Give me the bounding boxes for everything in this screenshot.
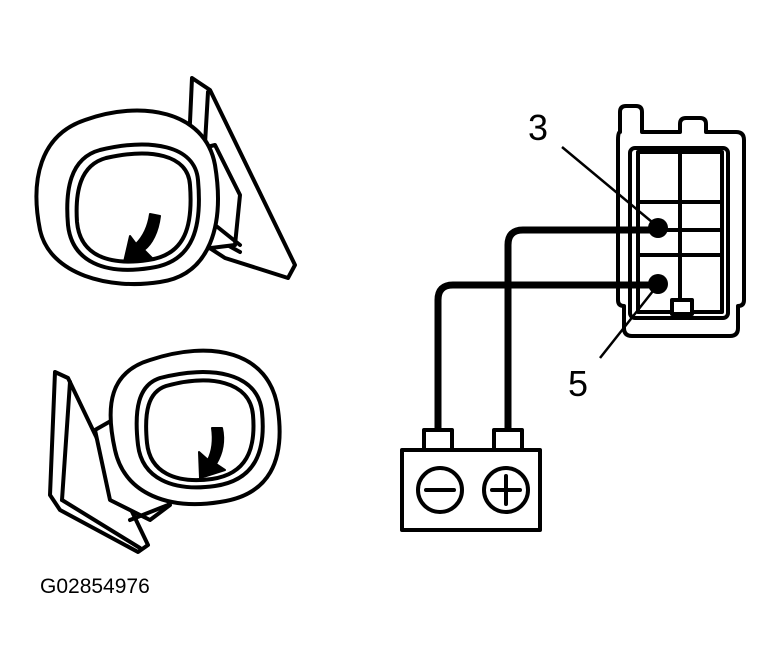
plus-icon xyxy=(482,466,530,514)
callout-leader-5 xyxy=(599,290,654,359)
pin-3-contact xyxy=(648,218,668,238)
mirror-upper-glass xyxy=(65,142,201,272)
connector-lock-tab xyxy=(670,298,694,316)
mirror-upper xyxy=(34,76,297,287)
jumper-wires xyxy=(434,226,650,432)
arrow-down-icon xyxy=(123,213,161,263)
mirror-lower xyxy=(48,348,282,554)
mirror-lower-glass xyxy=(134,370,265,490)
battery xyxy=(400,428,542,532)
minus-icon xyxy=(416,466,464,514)
callout-5: 5 xyxy=(568,363,588,404)
callout-leader-3 xyxy=(561,146,653,223)
figure-code: G02854976 xyxy=(40,575,150,598)
pin-5-contact xyxy=(648,274,668,294)
battery-negative-terminal xyxy=(422,428,454,452)
arrow-down-right-icon xyxy=(198,427,226,479)
positive-wire xyxy=(504,226,650,432)
callout-3: 3 xyxy=(528,107,548,148)
battery-positive-terminal xyxy=(492,428,524,452)
negative-wire xyxy=(434,281,650,432)
connector xyxy=(616,104,746,338)
